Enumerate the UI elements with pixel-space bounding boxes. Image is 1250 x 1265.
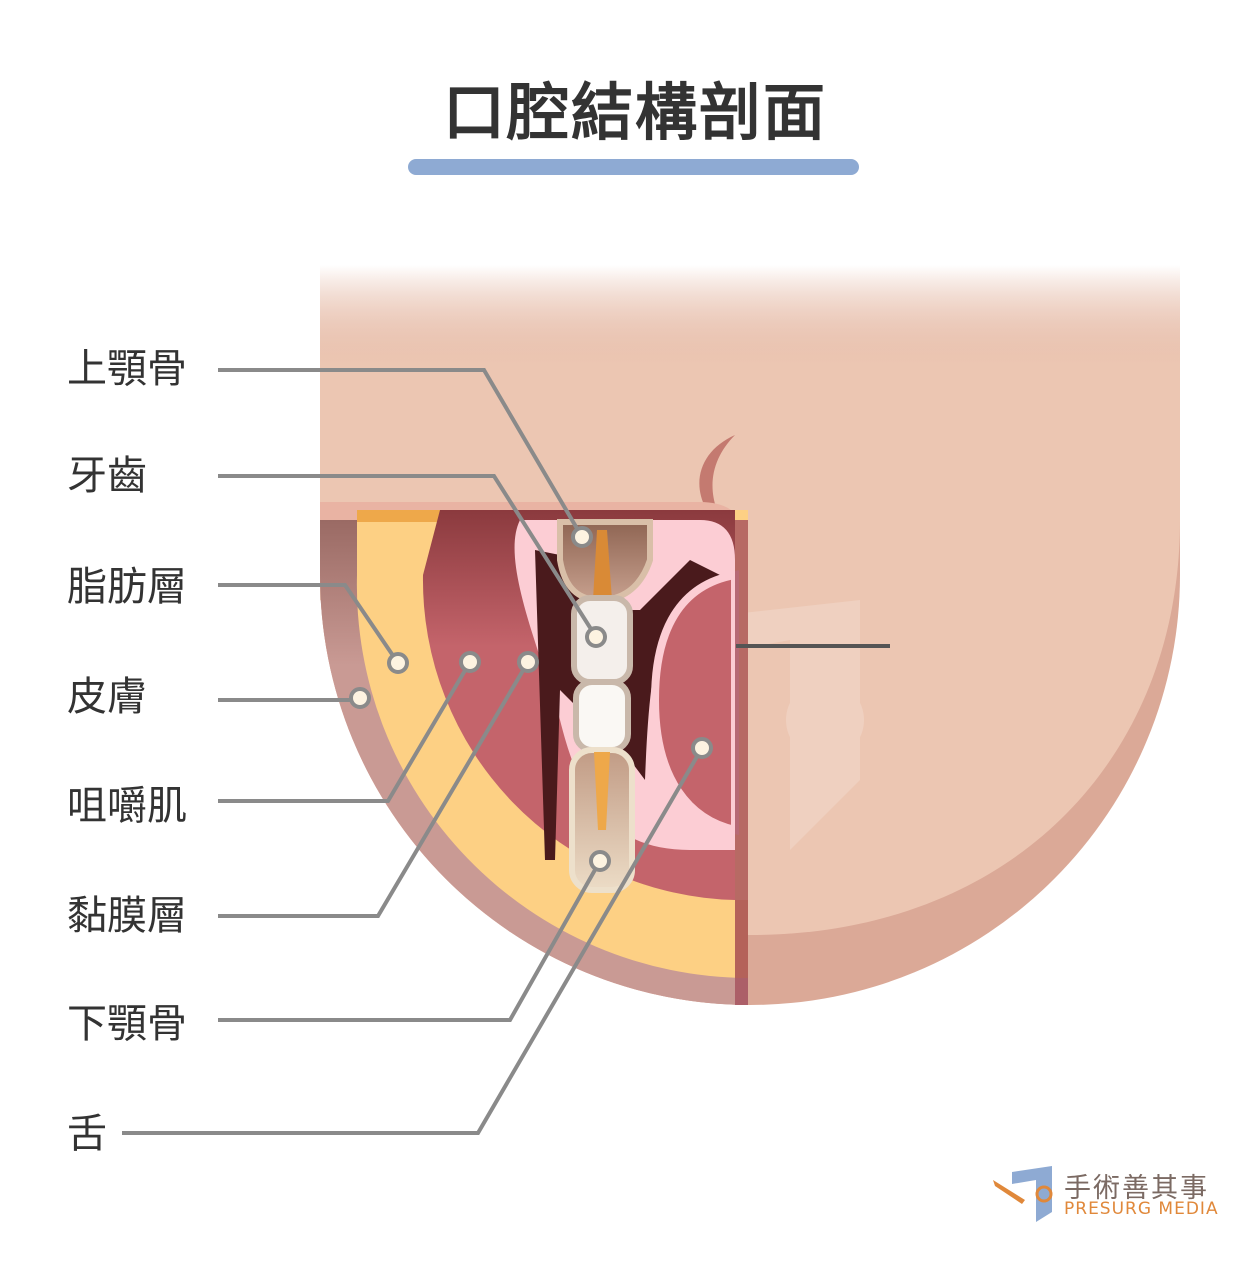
lip [699,435,735,540]
logo-chinese-text: 手術善其事 [1064,1173,1209,1204]
cross-section [320,502,750,1005]
callout-lower-jaw [218,860,602,1022]
watermark-logo [680,600,864,850]
callout-upper-jaw [218,368,584,539]
label-masseter: 咀嚼肌 [67,783,187,829]
label-teeth: 牙齒 [67,453,147,499]
page-title: 口腔結構剖面 [442,76,827,149]
callout-lines [122,368,890,1135]
callout-tongue [122,746,704,1135]
label-mucosa: 黏膜層 [67,893,187,939]
lower-tooth [573,679,631,753]
callout-mucosa [218,660,530,918]
callout-dots [349,526,713,872]
callout-masseter [218,660,472,803]
label-upper-jaw: 上顎骨 [67,346,187,392]
logo-english-text: PRESURG MEDIA [1064,1199,1219,1219]
tongue [650,570,739,835]
callout-teeth [218,474,598,639]
presurg-logo-icon [993,1166,1053,1222]
label-tongue: 舌 [67,1111,107,1157]
callout-fat [218,583,400,665]
title-underline [408,159,859,175]
label-lower-jaw: 下顎骨 [67,1001,187,1047]
label-fat-layer: 脂肪層 [67,564,187,610]
label-skin: 皮膚 [67,674,147,720]
